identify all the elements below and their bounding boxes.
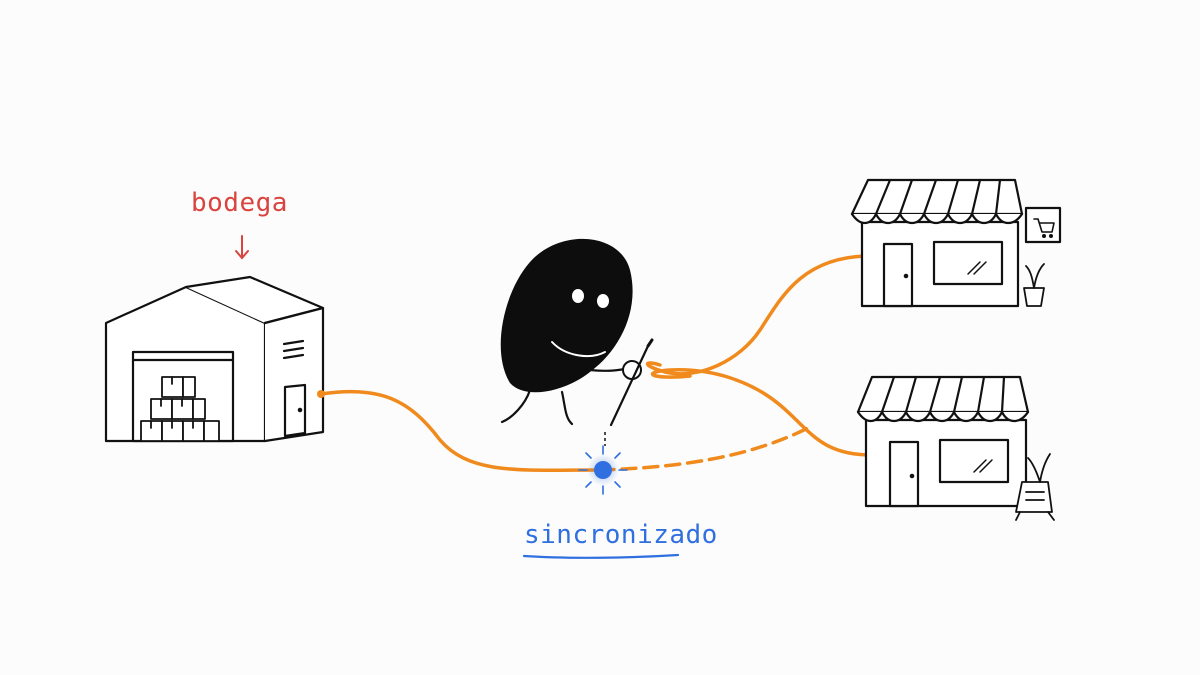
warehouse: [104, 275, 325, 443]
store-bottom: [856, 375, 1055, 521]
potted-plant: [1023, 263, 1045, 307]
bean-character: [500, 238, 654, 446]
sync-threads: [319, 254, 874, 472]
sandwich-board-sign: [1015, 481, 1055, 521]
shopping-cart-icon: [1024, 206, 1062, 244]
potted-plant: [1027, 453, 1051, 483]
arrow-down-icon: [235, 235, 249, 260]
synced-label: sincronizado: [524, 520, 718, 550]
warehouse-thread-anchor: [317, 390, 325, 398]
synced-underline: [522, 553, 680, 559]
needle-icon: [609, 344, 650, 427]
sync-point: [578, 445, 628, 495]
warehouse-label: bodega: [191, 188, 288, 218]
store-top: [850, 178, 1062, 308]
